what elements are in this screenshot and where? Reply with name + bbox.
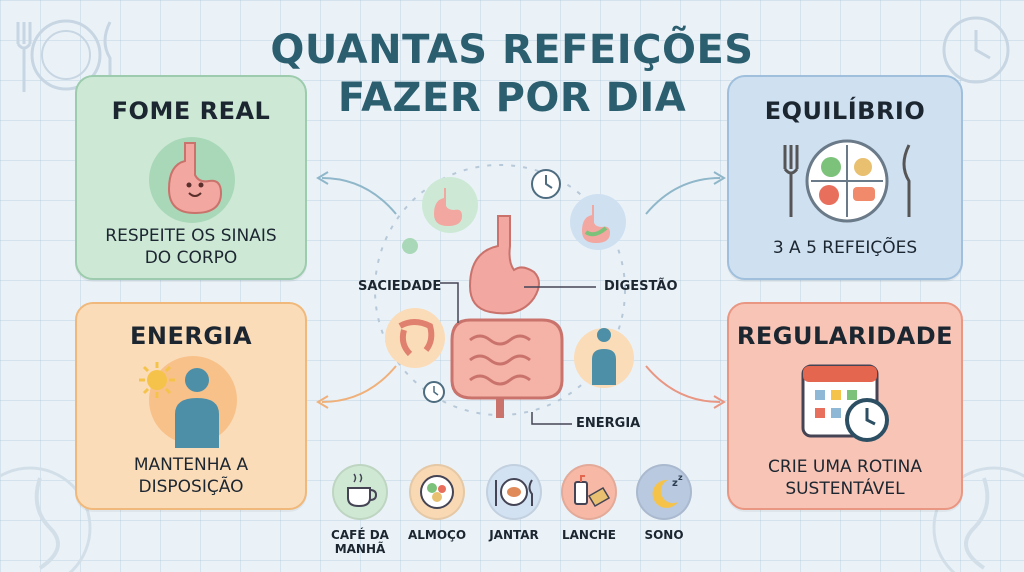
arrow-top-left (316, 171, 397, 215)
svg-text:z: z (678, 473, 683, 482)
label-digestao: DIGESTÃO (604, 279, 678, 294)
title-line-1: QUANTAS REFEIÇÕES (270, 27, 754, 73)
dinner-plate-icon (495, 478, 533, 506)
card-regularidade-title: REGULARIDADE (736, 322, 954, 350)
stomach-icon (167, 142, 223, 215)
calendar-clock-icon (801, 364, 889, 442)
meal-label-cafe-1: CAFÉ DA (331, 528, 389, 542)
svg-text:z: z (672, 478, 678, 489)
arrow-bottom-left (316, 365, 397, 409)
card-equilibrio-text-1: 3 A 5 REFEIÇÕES (772, 238, 918, 258)
meal-label-almoco: ALMOÇO (407, 528, 467, 542)
plate-icon (783, 139, 911, 223)
meal-icon-almoco (409, 464, 465, 520)
card-fome-text-2: DO CORPO (144, 248, 238, 268)
card-energia-text-2: DISPOSIÇÃO (138, 477, 244, 497)
title-line-2: FAZER POR DIA (337, 75, 687, 121)
meal-label-lanche: LANCHE (561, 528, 617, 542)
meal-label-cafe: CAFÉ DA MANHÃ (315, 528, 405, 556)
label-energia: ENERGIA (576, 416, 641, 431)
coffee-cup-icon (347, 473, 378, 508)
snack-icon (574, 475, 611, 508)
card-equilibrio: EQUILÍBRIO 3 A 5 REFEIÇÕES (727, 75, 963, 280)
arrow-bottom-right (645, 365, 726, 409)
label-saciedade: SACIEDADE (358, 279, 442, 294)
meal-icon-sono: z z (636, 464, 692, 520)
meal-icon-cafe (332, 464, 388, 520)
page-title: QUANTAS REFEIÇÕES FAZER POR DIA (262, 26, 762, 122)
meal-icon-jantar (486, 464, 542, 520)
card-fome-text-1: RESPEITE OS SINAIS (105, 226, 277, 246)
moon-sleep-icon: z z (652, 473, 683, 508)
stomach-outline-icon (0, 466, 92, 572)
meal-icon-lanche (561, 464, 617, 520)
card-regularidade-text-2: SUSTENTÁVEL (785, 479, 905, 499)
card-regularidade: REGULARIDADE CRIE UMA ROTINA SUSTENTÁVEL (727, 302, 963, 510)
card-regularidade-text-1: CRIE UMA ROTINA (768, 457, 922, 477)
meal-label-jantar: JANTAR (489, 528, 539, 542)
meal-label-sono: SONO (644, 528, 684, 542)
card-fome-real: FOME REAL RESPEITE OS SINAIS DO CORPO (75, 75, 307, 280)
digestive-system-illustration (374, 164, 634, 425)
fork-knife-icon (16, 19, 112, 92)
card-energia-text-1: MANTENHA A (133, 455, 249, 475)
card-energia-title: ENERGIA (129, 322, 253, 350)
card-fome-title: FOME REAL (111, 97, 271, 125)
stomach-outline-icon-right (932, 466, 1024, 572)
lunch-plate-icon (420, 475, 454, 509)
meal-label-cafe-2: MANHÃ (334, 542, 386, 556)
person-sun-icon (139, 362, 219, 448)
arrow-top-right (645, 171, 726, 215)
wall-clock-icon (942, 16, 1010, 84)
card-energia: ENERGIA MANTENHA A DISPOSIÇÃO (75, 302, 307, 510)
card-equilibrio-title: EQUILÍBRIO (764, 97, 926, 125)
